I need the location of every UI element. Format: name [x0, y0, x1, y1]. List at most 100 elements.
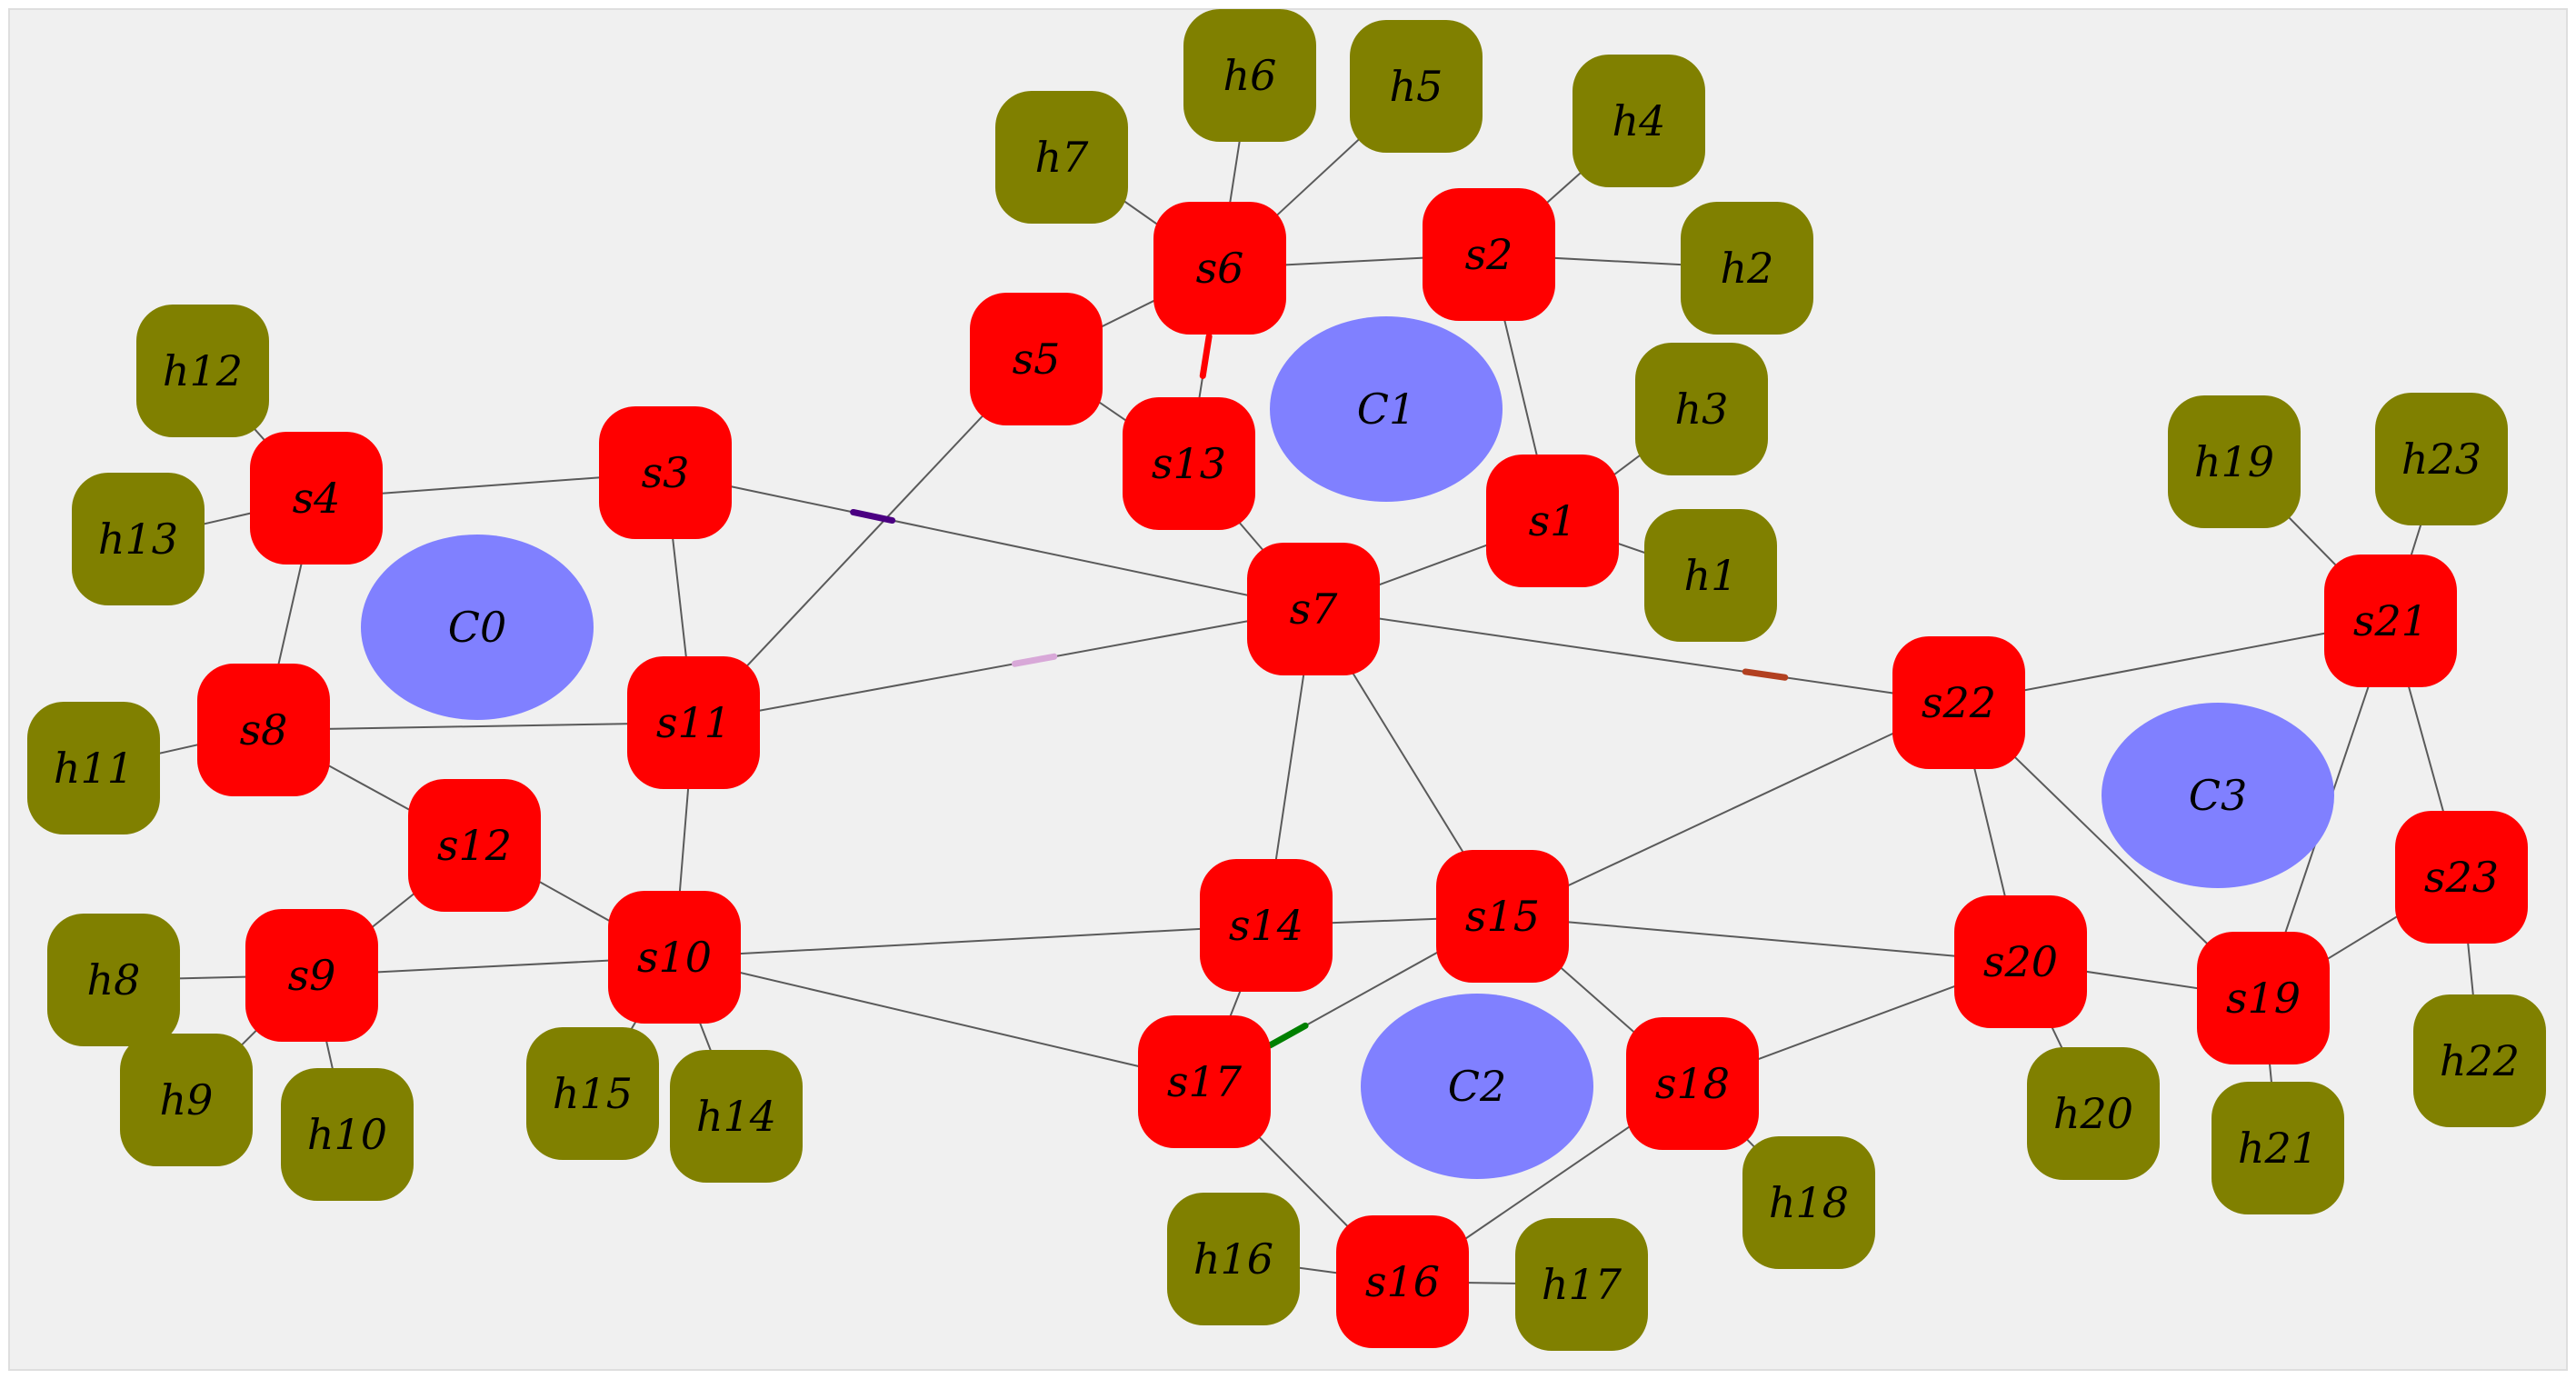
host-h22[interactable]: h22	[2413, 994, 2546, 1127]
host-h1[interactable]: h1	[1644, 509, 1777, 642]
host-shape	[526, 1027, 659, 1160]
host-h4[interactable]: h4	[1573, 55, 1705, 187]
host-label: h16	[1193, 1234, 1273, 1284]
host-shape	[2027, 1047, 2160, 1180]
switch-s8[interactable]: s8	[197, 664, 330, 796]
host-h16[interactable]: h16	[1167, 1193, 1300, 1325]
host-h18[interactable]: h18	[1742, 1136, 1875, 1269]
host-shape	[1350, 20, 1483, 153]
switch-shape	[1423, 188, 1555, 321]
controller-label: C3	[2189, 771, 2247, 820]
host-h8[interactable]: h8	[47, 914, 180, 1046]
host-label: h19	[2194, 437, 2274, 486]
switch-label: s17	[1167, 1057, 1243, 1106]
switch-shape	[2395, 811, 2528, 944]
link-markers-layer	[850, 333, 1789, 1049]
switch-s13[interactable]: s13	[1123, 397, 1255, 530]
host-label: h20	[2053, 1089, 2133, 1138]
host-label: h15	[553, 1069, 633, 1118]
switch-s15[interactable]: s15	[1436, 850, 1569, 983]
switch-label: s1	[1529, 496, 1577, 545]
host-h9[interactable]: h9	[120, 1034, 253, 1166]
host-h21[interactable]: h21	[2212, 1082, 2344, 1214]
host-shape	[1167, 1193, 1300, 1325]
switch-s20[interactable]: s20	[1954, 895, 2087, 1028]
switch-label: s9	[288, 951, 336, 1000]
switch-s23[interactable]: s23	[2395, 811, 2528, 944]
switch-shape	[970, 293, 1103, 425]
switch-s16[interactable]: s16	[1336, 1215, 1469, 1348]
host-h10[interactable]: h10	[281, 1068, 414, 1201]
link-s15-s20	[1502, 915, 2022, 963]
switch-s21[interactable]: s21	[2324, 555, 2457, 687]
switch-label: s16	[1365, 1257, 1440, 1306]
switch-s3[interactable]: s3	[599, 406, 732, 539]
host-h19[interactable]: h19	[2168, 395, 2301, 528]
host-h12[interactable]: h12	[136, 305, 269, 437]
switch-shape	[1123, 397, 1255, 530]
host-h5[interactable]: h5	[1350, 20, 1483, 153]
switch-shape	[627, 656, 760, 789]
switch-s11[interactable]: s11	[627, 656, 760, 789]
host-label: h4	[1612, 96, 1666, 145]
host-label: h11	[54, 744, 134, 793]
controller-C2[interactable]: C2	[1361, 994, 1593, 1179]
host-h7[interactable]: h7	[995, 91, 1128, 224]
switch-shape	[1200, 859, 1333, 992]
switch-shape	[408, 779, 541, 912]
switch-label: s19	[2226, 974, 2301, 1023]
host-shape	[2212, 1082, 2344, 1214]
switch-s18[interactable]: s18	[1626, 1017, 1759, 1150]
switch-label: s22	[1922, 678, 1996, 727]
host-h17[interactable]: h17	[1515, 1218, 1648, 1351]
switch-s12[interactable]: s12	[408, 779, 541, 912]
host-label: h9	[160, 1075, 214, 1124]
switch-s10[interactable]: s10	[608, 891, 741, 1024]
host-h2[interactable]: h2	[1681, 202, 1813, 335]
host-h23[interactable]: h23	[2375, 393, 2508, 525]
switch-shape	[1626, 1017, 1759, 1150]
switch-s6[interactable]: s6	[1153, 202, 1286, 335]
switch-shape	[197, 664, 330, 796]
link-s10-s14	[674, 924, 1267, 958]
controller-label: C1	[1357, 385, 1415, 434]
controller-C3[interactable]: C3	[2102, 703, 2334, 888]
host-shape	[1573, 55, 1705, 187]
switch-label: s2	[1465, 230, 1513, 279]
controller-shape	[361, 535, 594, 720]
host-label: h1	[1684, 551, 1738, 600]
controller-label: C2	[1448, 1062, 1506, 1111]
switch-s1[interactable]: s1	[1486, 455, 1619, 587]
controller-C1[interactable]: C1	[1270, 316, 1503, 502]
switch-s2[interactable]: s2	[1423, 188, 1555, 321]
link-s7-s22	[1313, 608, 1960, 704]
host-shape	[120, 1034, 253, 1166]
switch-s4[interactable]: s4	[250, 432, 383, 565]
host-h15[interactable]: h15	[526, 1027, 659, 1160]
switch-label: s3	[642, 448, 690, 497]
host-h6[interactable]: h6	[1183, 9, 1316, 142]
switch-label: s6	[1196, 244, 1244, 293]
switch-s7[interactable]: s7	[1247, 543, 1380, 675]
host-h13[interactable]: h13	[72, 473, 205, 605]
switch-s22[interactable]: s22	[1892, 636, 2025, 769]
switch-label: s20	[1983, 937, 2058, 986]
host-h14[interactable]: h14	[670, 1050, 803, 1183]
switch-shape	[1336, 1215, 1469, 1348]
controller-shape	[1270, 316, 1503, 502]
switch-s17[interactable]: s17	[1138, 1015, 1271, 1148]
link-marker-s3-s7	[850, 508, 896, 525]
host-h11[interactable]: h11	[27, 702, 160, 834]
link-marker-s7-s22	[1742, 668, 1789, 681]
switch-s19[interactable]: s19	[2197, 932, 2330, 1064]
switch-s5[interactable]: s5	[970, 293, 1103, 425]
controller-C0[interactable]: C0	[361, 535, 594, 720]
host-h20[interactable]: h20	[2027, 1047, 2160, 1180]
link-s8-s11	[263, 722, 694, 731]
switch-label: s7	[1290, 585, 1339, 634]
switch-s9[interactable]: s9	[245, 909, 378, 1042]
host-h3[interactable]: h3	[1635, 343, 1768, 475]
switch-s14[interactable]: s14	[1200, 859, 1333, 992]
host-shape	[995, 91, 1128, 224]
host-shape	[136, 305, 269, 437]
